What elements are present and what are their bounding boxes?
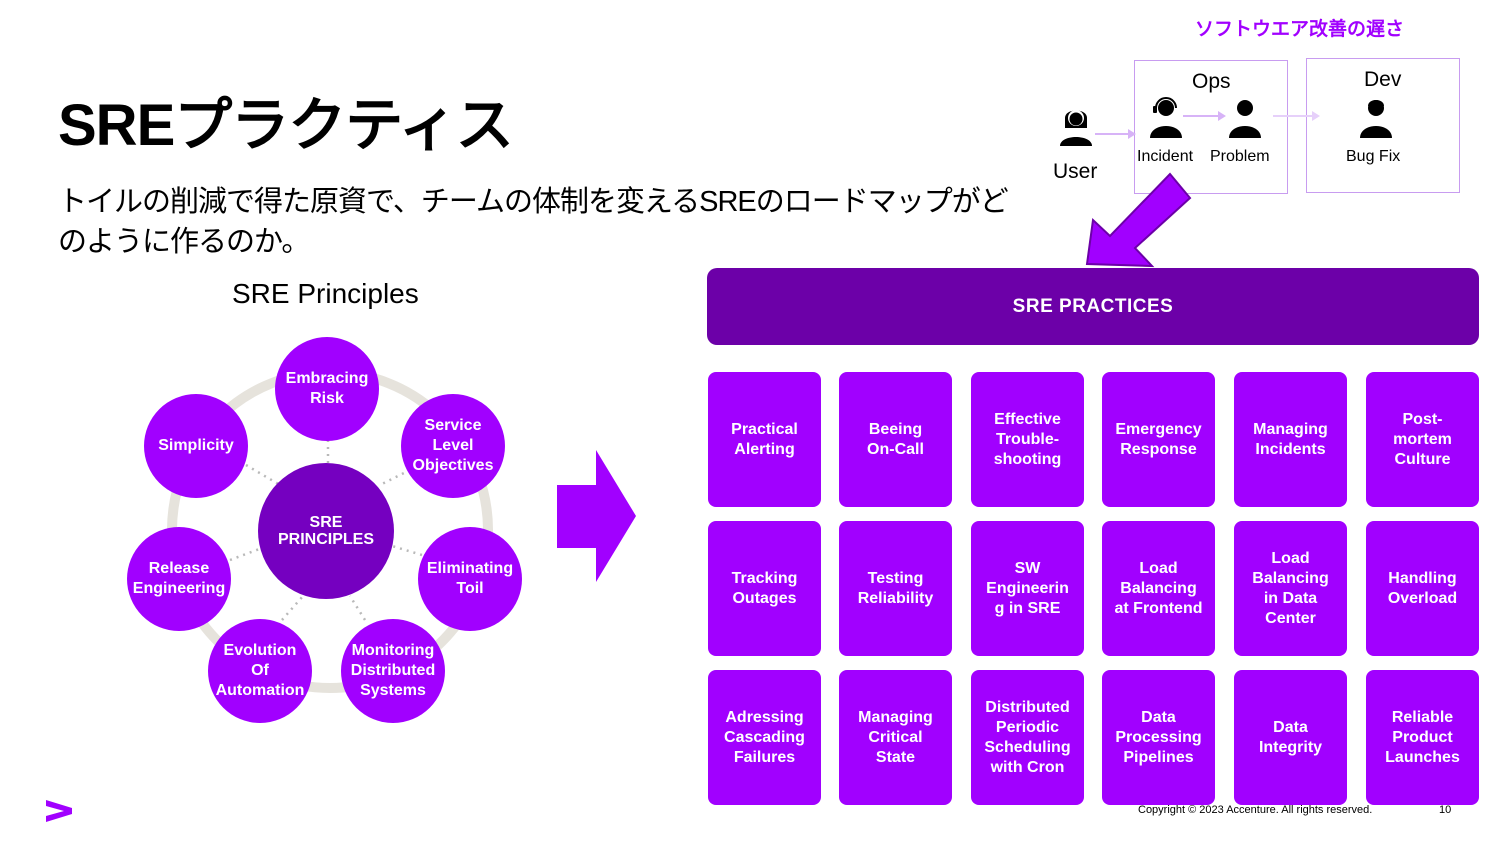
copyright-text: Copyright © 2023 Accenture. All rights r… — [1138, 804, 1373, 816]
practice-tile: Effective Trouble- shooting — [971, 372, 1084, 507]
practice-tile: Adressing Cascading Failures — [708, 670, 821, 805]
practice-tile: Managing Incidents — [1234, 372, 1347, 507]
user-label: User — [1053, 160, 1098, 183]
incident-headset-person-icon — [1150, 97, 1182, 138]
user-person-icon — [1060, 110, 1092, 146]
incident-label: Incident — [1137, 148, 1194, 165]
bugfix-label: Bug Fix — [1346, 148, 1401, 165]
principle-release-engineering: Release Engineering — [127, 527, 231, 631]
practice-tile: SW Engineerin g in SRE — [971, 521, 1084, 656]
practice-tile: Handling Overload — [1366, 521, 1479, 656]
practice-tile: Data Processing Pipelines — [1102, 670, 1215, 805]
ops-box — [1134, 60, 1288, 194]
practice-tile: Beeing On-Call — [839, 372, 952, 507]
practice-tile: Tracking Outages — [708, 521, 821, 656]
practice-tile: Load Balancing in Data Center — [1234, 521, 1347, 656]
sre-practices-header: SRE PRACTICES — [707, 268, 1479, 345]
practice-tile: Emergency Response — [1102, 372, 1215, 507]
accenture-logo-icon — [46, 800, 72, 822]
practice-tile: Post- mortem Culture — [1366, 372, 1479, 507]
ops-label: Ops — [1192, 70, 1231, 93]
principle-service-level-objectives: Service Level Objectives — [401, 394, 505, 498]
principles-title: SRE Principles — [232, 278, 419, 309]
principle-monitoring-distributed-systems: Monitoring Distributed Systems — [341, 619, 445, 723]
dev-box — [1306, 58, 1460, 193]
sre-principles-center-label: SRE PRINCIPLES — [277, 514, 374, 548]
practice-tile: Practical Alerting — [708, 372, 821, 507]
practice-tile: Reliable Product Launches — [1366, 670, 1479, 805]
slow-improvement-label: ソフトウエア改善の遅さ — [1195, 19, 1405, 40]
principle-evolution-of-automation: Evolution Of Automation — [208, 619, 312, 723]
practice-tile: Distributed Periodic Scheduling with Cro… — [971, 670, 1084, 805]
practice-tile: Data Integrity — [1234, 670, 1347, 805]
problem-label: Problem — [1210, 148, 1270, 165]
sre-principles-center: SRE PRINCIPLES — [258, 463, 394, 599]
practice-tile: Testing Reliability — [839, 521, 952, 656]
principle-eliminating-toil: Eliminating Toil — [418, 527, 522, 631]
practice-tile: Load Balancing at Frontend — [1102, 521, 1215, 656]
problem-person-icon — [1229, 100, 1261, 138]
dev-person-icon — [1360, 100, 1392, 138]
principle-simplicity: Simplicity — [144, 394, 248, 498]
page-number: 10 — [1439, 804, 1452, 816]
practice-tile: Managing Critical State — [839, 670, 952, 805]
page-title: SREプラクティス — [58, 93, 514, 158]
dev-label: Dev — [1364, 68, 1402, 91]
principle-embracing-risk: Embracing Risk — [275, 337, 379, 441]
page-subtitle: トイルの削減で得た原資で、チームの体制を変えるSREのロードマップがどのように作… — [58, 186, 1009, 258]
